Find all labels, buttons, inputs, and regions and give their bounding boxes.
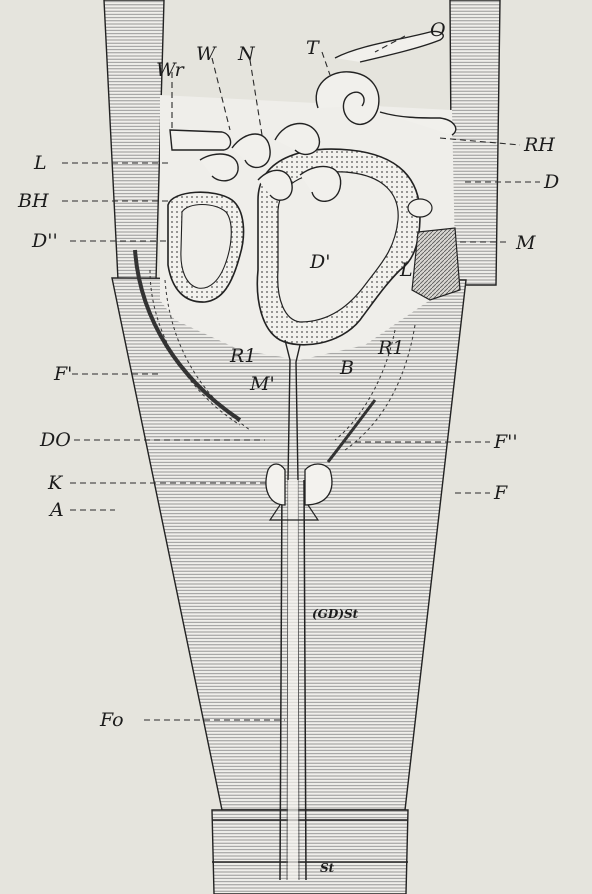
label-k: K [47,472,64,494]
label-st: St [320,861,335,875]
label-n: N [237,43,256,65]
label-d: D [543,171,559,193]
label-m: M [515,232,536,254]
label-rh: RH [523,134,555,156]
label-m-prime: M' [249,373,275,395]
label-b: B [339,357,354,379]
label-gd-st: (GD)St [312,607,359,621]
label-f-prime: F' [53,363,72,385]
label-bh: BH [17,190,49,212]
label-r1-left: R1 [229,345,256,367]
label-o: O [430,19,446,41]
label-d-double-prime: D'' [31,230,58,252]
label-w: W [196,43,217,65]
label-do: DO [39,429,71,451]
label-r1-right: R1 [377,337,404,359]
label-f: F [493,482,508,504]
label-f-double-prime: F'' [493,431,518,453]
label-t: T [306,37,320,59]
label-fo: Fo [99,709,124,731]
label-a: A [48,499,64,521]
label-l: L [33,152,47,174]
label-l-inner: L [399,259,413,281]
label-wr: Wr [156,59,186,81]
label-d-prime: D' [309,251,330,273]
